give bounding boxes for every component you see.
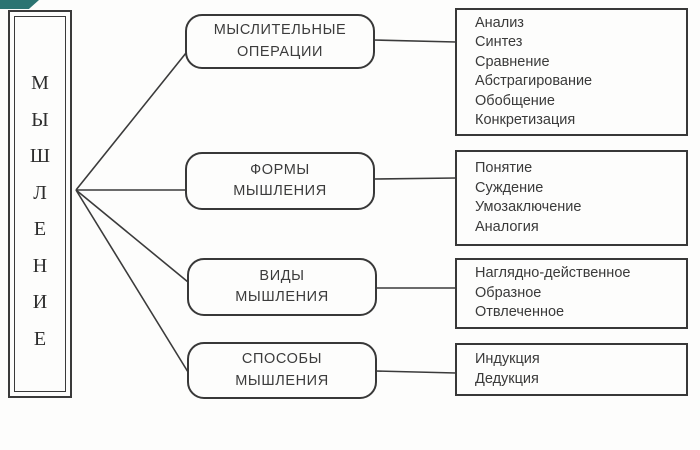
branch-label-line: СПОСОБЫ [241,351,323,368]
items-box-forms-of-thinking: Понятие Суждение Умозаключение Аналогия [455,150,688,246]
branch-box-mental-operations: МЫСЛИТЕЛЬНЫЕ ОПЕРАЦИИ [185,14,375,69]
item-line: Синтез [475,34,523,50]
item-line: Понятие [475,160,533,176]
branch-label-line: ВИДЫ [259,267,305,284]
item-line: Наглядно-действенное [475,265,631,282]
root-box-inner-border: М Ы Ш Л Е Н И Е [14,16,66,392]
root-letter: Л [33,181,47,204]
connector-root-to-branch-4 [75,189,189,373]
connector-branch-1-to-items [372,39,457,43]
root-letter: Ы [31,108,49,131]
branch-label-line: МЫШЛЕНИЯ [233,183,327,199]
item-line: Конкретизация [475,112,576,128]
items-box-methods-of-thinking: Индукция Дедукция [455,343,688,396]
branch-box-forms-of-thinking: ФОРМЫ МЫШЛЕНИЯ [185,152,375,210]
connector-root-to-branch-1 [75,52,187,191]
item-line: Дедукция [475,370,539,387]
item-line: Отвлеченное [475,304,565,321]
root-letter: Н [32,254,48,277]
root-letter: Е [33,218,47,241]
root-box-myshlenie: М Ы Ш Л Е Н И Е [8,10,72,398]
item-line: Обобщение [475,92,555,109]
branch-label-line: МЫШЛЕНИЯ [235,289,329,305]
root-letter: И [32,291,48,314]
branch-label-line: ОПЕРАЦИИ [236,43,324,60]
connector-root-to-branch-3 [75,189,189,283]
branch-label-line: МЫШЛЕНИЯ [235,372,329,389]
teal-corner-accent [0,0,39,9]
connector-branch-2-to-items [372,177,457,180]
item-line: Образное [475,284,542,301]
items-box-types-of-thinking: Наглядно-действенное Образное Отвлеченно… [455,258,688,329]
item-line: Анализ [475,14,524,31]
connector-branch-4-to-items [375,370,457,374]
item-line: Аналогия [475,218,539,235]
branch-label-line: МЫСЛИТЕЛЬНЫЕ [213,22,347,39]
branch-label-line: ФОРМЫ [250,161,310,178]
item-line: Абстрагирование [475,73,593,89]
root-letter: Е [33,327,47,350]
branch-box-methods-of-thinking: СПОСОБЫ МЫШЛЕНИЯ [187,342,377,399]
branch-box-types-of-thinking: ВИДЫ МЫШЛЕНИЯ [187,258,377,316]
root-letter: М [31,72,49,94]
item-line: Индукция [475,351,540,367]
root-letter: Ш [29,145,51,168]
item-line: Суждение [475,179,544,196]
items-box-mental-operations: Анализ Синтез Сравнение Абстрагирование … [455,8,688,136]
item-line: Сравнение [475,53,550,70]
item-line: Умозаключение [475,199,582,215]
